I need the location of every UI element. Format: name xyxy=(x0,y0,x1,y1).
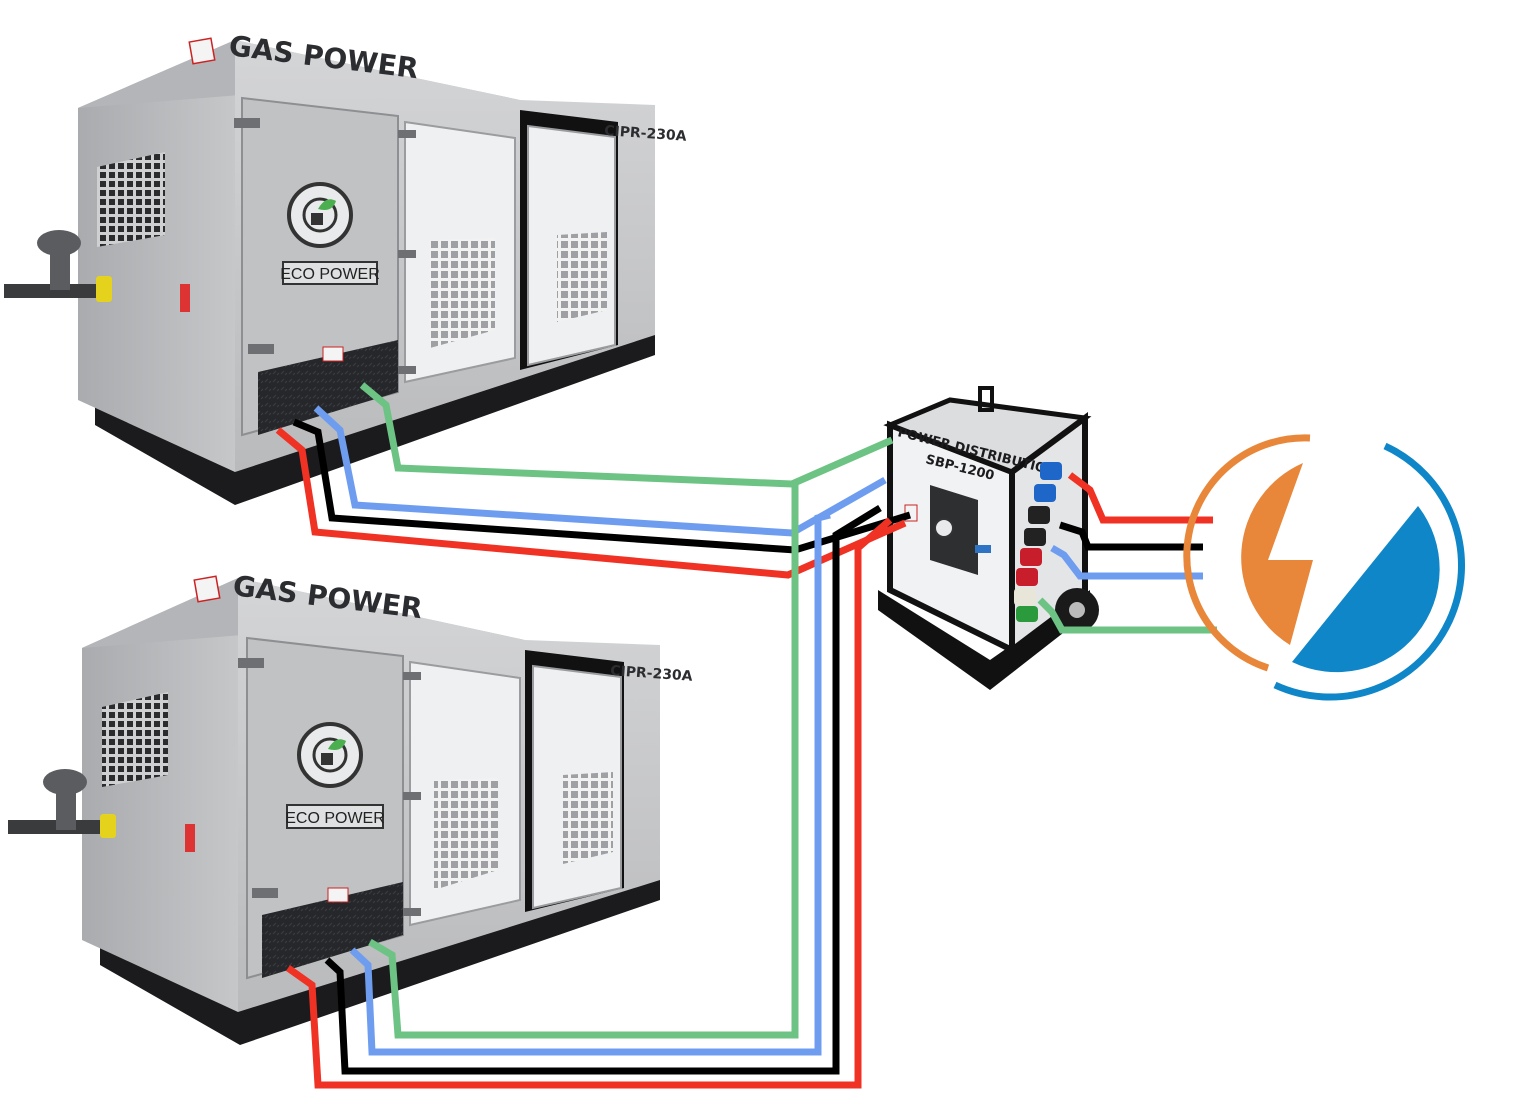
cable-green-out xyxy=(1037,597,1217,634)
cable-red-top xyxy=(275,427,907,579)
eco-plug-icon xyxy=(302,197,338,233)
eco-power-label: ECO POWER xyxy=(280,266,380,283)
eco-plug-icon xyxy=(312,737,348,773)
camlock-connectors xyxy=(1014,462,1062,622)
cable-black-out xyxy=(1058,521,1203,551)
eco-power-label: ECO POWER xyxy=(285,810,385,827)
cable-black-bottom xyxy=(324,505,882,1075)
generator-top: ECO POWER GAS POWER CIPR-230A xyxy=(4,29,687,505)
cable-green-top xyxy=(359,382,894,488)
gas-regulator-icon xyxy=(4,230,112,302)
model-label: CIPR-230A xyxy=(604,123,687,145)
cable-blue-bottom xyxy=(349,511,831,1056)
lightning-bolt-icon xyxy=(1183,434,1466,701)
generator-bottom: ECO POWER GAS POWER CIPR-230A xyxy=(8,569,693,1045)
cable-runs xyxy=(275,382,1217,1089)
gas-regulator-icon xyxy=(8,769,116,838)
model-label: CIPR-230A xyxy=(610,663,693,685)
cable-red-out xyxy=(1067,472,1213,524)
side-vent-grille xyxy=(102,692,168,787)
distribution-box: POWER DISTRIBUTION SBP-1200 xyxy=(878,386,1099,690)
side-vent-grille xyxy=(97,152,165,247)
cable-red-bottom xyxy=(285,517,893,1089)
cable-green-bottom xyxy=(368,484,799,1039)
cable-blue-out xyxy=(1050,544,1203,580)
